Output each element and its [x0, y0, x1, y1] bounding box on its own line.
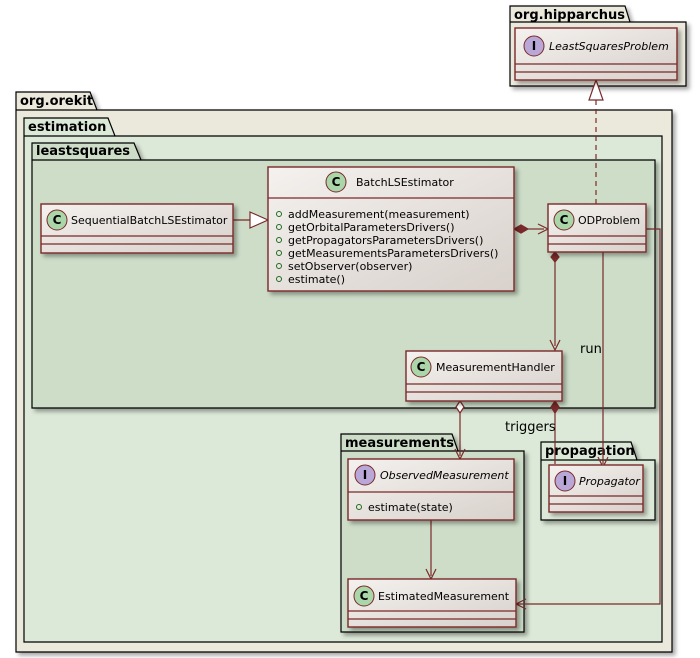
- class-icon: [353, 585, 375, 607]
- class-icon: [410, 356, 432, 378]
- triggers-diamond: [550, 399, 560, 415]
- class-name: ODProblem: [578, 214, 640, 227]
- method-item: estimate(state): [368, 501, 453, 514]
- class-name: SequentialBatchLSEstimator: [71, 214, 228, 227]
- class-name: BatchLSEstimator: [356, 176, 454, 189]
- package-title-propagation: propagation: [545, 444, 635, 459]
- method-item: getPropagatorsParametersDrivers(): [288, 234, 483, 247]
- class-least-squares-problem[interactable]: I LeastSquaresProblem: [514, 27, 678, 81]
- class-letter: C: [417, 360, 426, 374]
- class-letter: C: [560, 213, 569, 227]
- package-title-estimation: estimation: [28, 120, 106, 135]
- class-icon: [46, 209, 68, 231]
- class-letter: C: [53, 213, 62, 227]
- method-item: estimate(): [288, 273, 345, 286]
- interface-icon: [523, 35, 545, 57]
- class-letter: C: [332, 175, 341, 189]
- interface-icon: [354, 464, 376, 486]
- inheritance-arrowhead: [249, 211, 270, 229]
- class-name: LeastSquaresProblem: [549, 40, 669, 53]
- method-item: getMeasurementsParametersDrivers(): [288, 247, 498, 260]
- class-name: MeasurementHandler: [436, 361, 555, 374]
- class-letter: C: [360, 589, 369, 603]
- triggers-label: triggers: [505, 420, 556, 435]
- composition-arrow-handler: [549, 339, 561, 352]
- run-label: run: [580, 342, 602, 357]
- package-title-orekit: org.orekit: [20, 94, 93, 109]
- composition-diamond-batch: [512, 224, 530, 234]
- class-name: Propagator: [579, 475, 641, 488]
- method-list: addMeasurement(measurement) getOrbitalPa…: [276, 208, 498, 286]
- package-title-leastsquares: leastsquares: [36, 144, 130, 159]
- package-title-measurements: measurements: [345, 436, 454, 451]
- class-estimated-measurement[interactable]: C EstimatedMeasurement: [347, 578, 517, 628]
- composition-diamond-odproblem: [550, 251, 560, 263]
- class-icon: [553, 209, 575, 231]
- aggregation-diamond: [455, 399, 465, 415]
- class-name: ObservedMeasurement: [380, 469, 509, 482]
- class-batch-ls-estimator[interactable]: C BatchLSEstimator addMeasurement(measur…: [267, 166, 515, 292]
- method-item: setObserver(observer): [288, 260, 412, 273]
- interface-letter: I: [563, 474, 567, 488]
- interface-icon: [554, 470, 576, 492]
- class-od-problem[interactable]: C ODProblem: [547, 203, 647, 253]
- odproblem-estimated-edge: [516, 228, 661, 605]
- method-item: addMeasurement(measurement): [288, 208, 470, 221]
- class-icon: [325, 171, 347, 193]
- class-sequential-batch-ls-estimator[interactable]: C SequentialBatchLSEstimator: [40, 203, 234, 254]
- realization-arrowhead: [588, 78, 604, 101]
- interface-letter: I: [363, 468, 367, 482]
- class-observed-measurement[interactable]: I ObservedMeasurement estimate(state): [347, 458, 515, 521]
- interface-propagator[interactable]: I Propagator: [548, 464, 644, 513]
- class-measurement-handler[interactable]: C MeasurementHandler: [405, 350, 563, 402]
- class-name: EstimatedMeasurement: [378, 590, 510, 603]
- method-item: getOrbitalParametersDrivers(): [288, 221, 455, 234]
- interface-letter: I: [532, 39, 536, 53]
- package-title-hipparchus: org.hipparchus: [514, 8, 625, 23]
